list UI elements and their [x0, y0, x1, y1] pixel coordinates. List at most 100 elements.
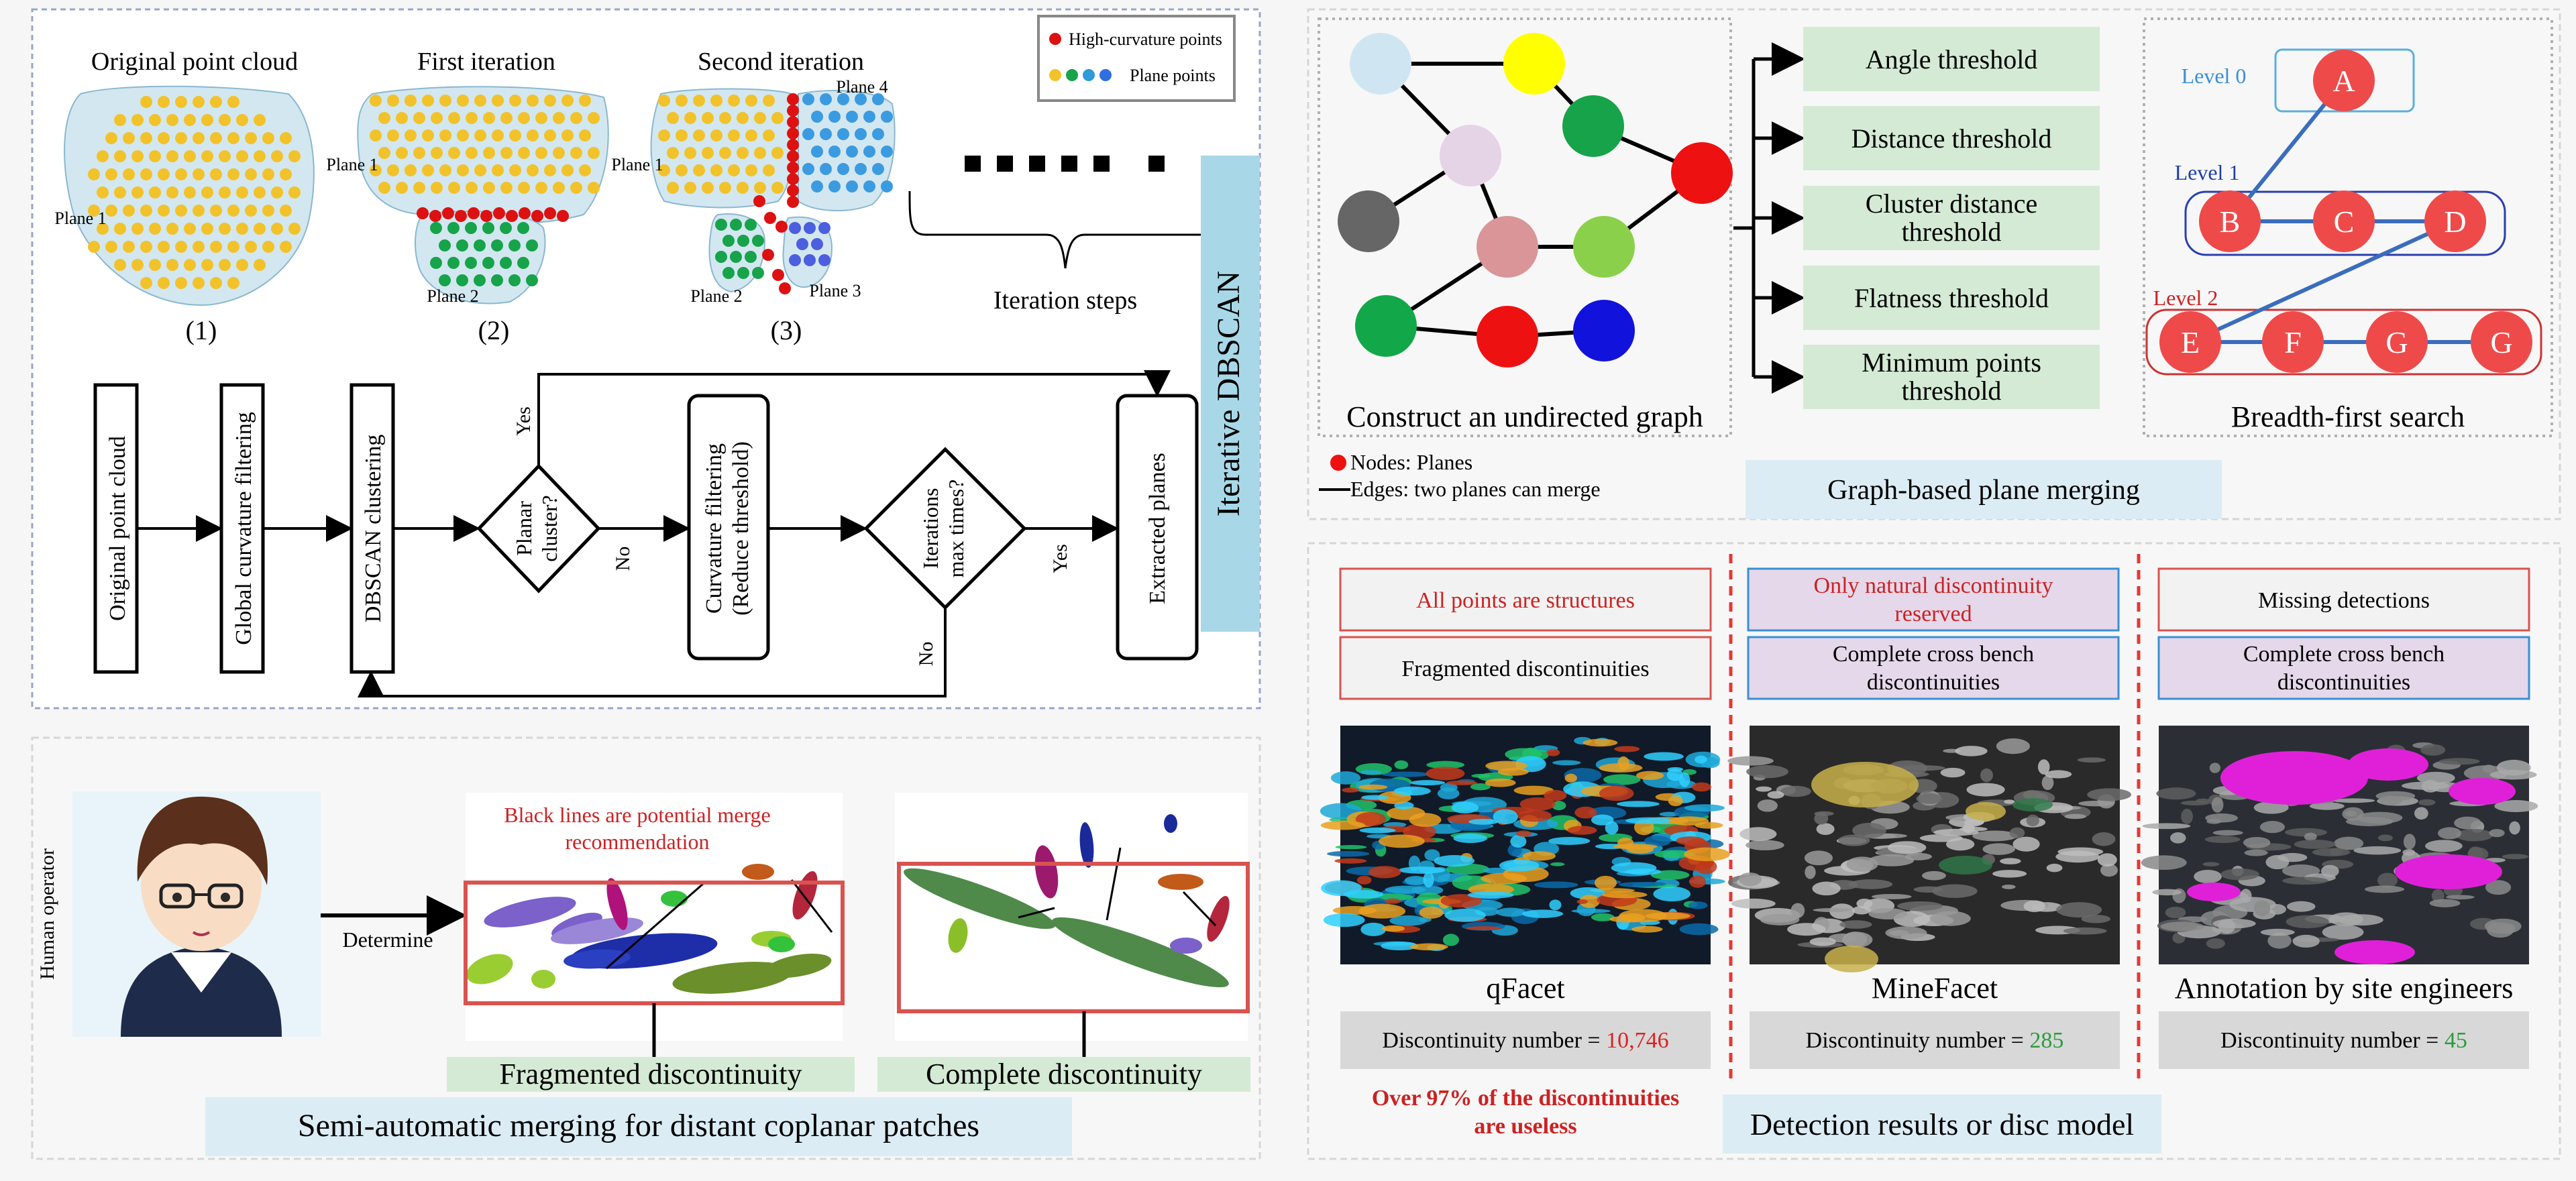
bfs-node-label: G	[2385, 325, 2408, 359]
point-dot	[527, 164, 539, 176]
point-dot	[193, 277, 205, 289]
rock-texture-blob	[2377, 873, 2398, 888]
stage-number-3: (3)	[771, 315, 802, 345]
point-dot	[166, 186, 178, 199]
node-legend-swatch	[1330, 455, 1346, 471]
rock-texture-blob	[2170, 832, 2186, 844]
rock-texture-blob	[2418, 799, 2436, 806]
rock-texture-blob	[1996, 738, 2030, 754]
point-dot	[509, 95, 521, 107]
rock-texture-blob	[1544, 789, 1567, 801]
point-dot	[175, 241, 187, 253]
point-dot	[820, 93, 832, 105]
point-dot	[518, 182, 530, 194]
rock-texture-blob	[2253, 801, 2289, 814]
point-dot	[201, 186, 213, 199]
rock-texture-blob	[1676, 836, 1705, 846]
rock-texture-blob	[1519, 797, 1556, 811]
point-dot	[737, 182, 749, 194]
rock-texture-blob	[1746, 765, 1788, 779]
rock-texture-blob	[2097, 853, 2117, 866]
rock-texture-blob	[1601, 891, 1648, 899]
point-dot	[500, 182, 513, 194]
point-dot	[431, 147, 443, 159]
point-dot	[872, 163, 884, 175]
rock-texture-blob	[1515, 830, 1532, 837]
rock-texture-blob	[1499, 859, 1540, 872]
patch	[1164, 814, 1177, 833]
threshold-connectors	[1733, 42, 1805, 394]
rock-texture-blob	[1760, 913, 1800, 925]
human-operator-avatar	[121, 796, 282, 1037]
rock-texture-blob	[2063, 927, 2107, 935]
point-dot	[378, 182, 390, 194]
count-box	[2159, 1011, 2529, 1069]
point-dot	[730, 219, 742, 231]
count-text: Discontinuity number = 10,746	[1382, 1028, 1668, 1053]
recommendation-text-2: recommendation	[565, 830, 709, 854]
plane-point-swatch	[1049, 69, 1061, 81]
rock-texture-blob	[2429, 899, 2461, 907]
high-curvature-dot	[764, 212, 776, 224]
point-dot	[236, 186, 248, 199]
flow-extracted-label: Extracted planes	[1145, 453, 1170, 604]
point-dot	[667, 147, 679, 159]
rock-texture-blob	[1611, 862, 1657, 874]
point-dot	[114, 186, 126, 199]
rock-texture-blob	[2485, 880, 2512, 895]
point-dot	[166, 223, 178, 235]
rock-texture-blob	[2502, 854, 2529, 860]
point-dot	[702, 112, 714, 124]
point-dot	[378, 147, 390, 159]
point-dot	[527, 95, 539, 107]
point-dot	[131, 114, 144, 126]
patch	[531, 970, 555, 989]
rock-texture-blob	[1738, 872, 1762, 887]
point-dot	[771, 182, 784, 194]
rock-texture-blob	[1897, 901, 1943, 911]
high-curvature-dot	[787, 127, 799, 139]
point-dot	[474, 164, 486, 176]
rock-texture-blob	[1695, 755, 1707, 764]
bfs-level-1: Level 1	[2175, 160, 2240, 184]
rock-texture-blob	[1582, 738, 1618, 747]
rock-texture-blob	[2000, 858, 2021, 864]
point-dot	[846, 180, 858, 192]
rock-texture-blob	[2494, 800, 2538, 812]
flow-curvature-label-1: Curvature filtering	[702, 443, 727, 614]
patch	[742, 864, 774, 880]
graph-nodes	[1338, 33, 1733, 368]
plane-label: Plane 4	[836, 77, 888, 97]
point-dot	[236, 150, 248, 162]
threshold-box	[1803, 266, 2100, 330]
rock-texture-blob	[2375, 791, 2416, 801]
legend-nodes: Nodes: Planes	[1350, 450, 1472, 474]
flow-planar-label-2: cluster?	[537, 495, 561, 562]
legend-edges: Edges: two planes can merge	[1350, 477, 1601, 501]
stage-title-1: Original point cloud	[91, 48, 298, 76]
rock-texture-blob	[1361, 795, 1389, 800]
high-curvature-dot	[787, 105, 799, 117]
point-dot	[855, 163, 867, 175]
graph-node	[1477, 306, 1538, 368]
point-dot	[802, 163, 814, 175]
ellipsis-squares	[965, 156, 1165, 172]
point-dot	[439, 274, 451, 286]
rock-texture-blob	[1409, 813, 1442, 827]
bfs-node	[2159, 311, 2221, 373]
legend-high-curvature: High-curvature points	[1069, 30, 1222, 49]
rock-texture-blob	[2160, 921, 2204, 932]
point-dot	[754, 112, 766, 124]
point-dot	[544, 95, 556, 107]
point-dot	[210, 205, 222, 217]
rock-texture-blob	[1594, 875, 1617, 891]
flow-global-label: Global curvature filtering	[231, 412, 256, 644]
patch	[661, 891, 688, 907]
patch	[1207, 895, 1230, 942]
threshold-label: Flatness threshold	[1854, 283, 2049, 313]
rock-texture-blob	[2204, 836, 2241, 844]
stage-number-2: (2)	[478, 315, 510, 345]
rock-texture-blob	[1496, 907, 1526, 917]
